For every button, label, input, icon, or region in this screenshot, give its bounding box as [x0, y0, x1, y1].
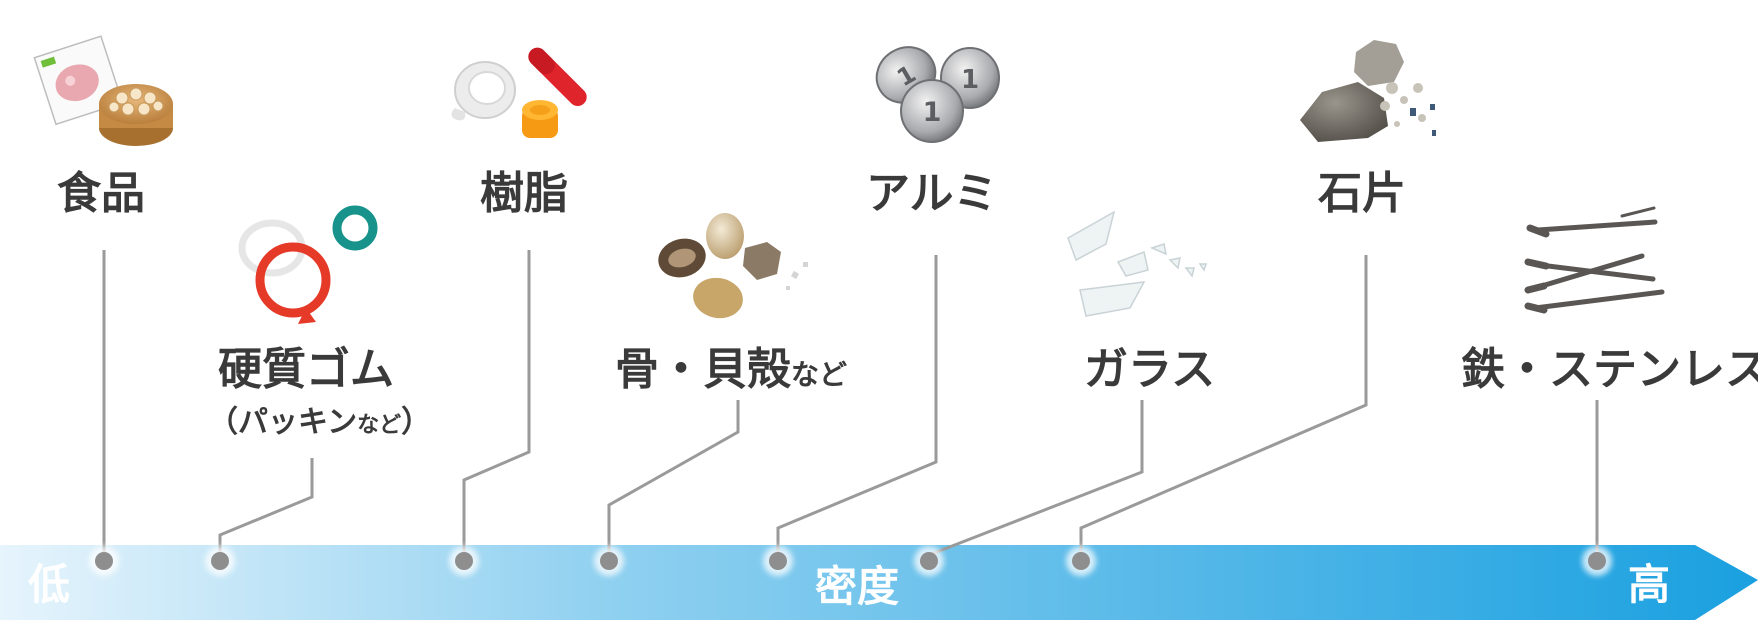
axis-dot-aluminum [763, 546, 793, 576]
item-sublabel-hard-rubber: （パッキンなど） [208, 408, 431, 438]
axis-dot-iron-stainless [1582, 546, 1612, 576]
nails-icon [1524, 206, 1665, 314]
connector-resin [462, 250, 531, 560]
rubber-rings-icon [238, 205, 378, 324]
glass-shards-icon [1067, 210, 1208, 317]
plastic-caps-icon [451, 47, 587, 138]
item-label-resin: 樹脂 [480, 168, 568, 219]
item-sublabel-hard-rubber-main: （パッキン [208, 405, 358, 440]
axis-dot-bone-shell [594, 546, 624, 576]
connector-bone-shell [607, 400, 740, 560]
axis-dot-stone [1066, 546, 1096, 576]
item-label-bone-shell: 骨・貝殻など [615, 348, 847, 392]
axis-center-label: 密度 [815, 562, 900, 611]
connector-lines [102, 250, 1599, 560]
axis-dot-hard-rubber [205, 546, 235, 576]
item-label-hard-rubber: 硬質ゴム [218, 344, 394, 395]
item-label-food: 食品 [57, 168, 145, 219]
svg-text:1: 1 [923, 97, 942, 128]
axis-low-label: 低 [28, 560, 71, 609]
item-label-iron-stainless: 鉄・ステンレス [1461, 344, 1758, 395]
item-label-aluminum: アルミ [866, 168, 998, 219]
item-label-bone-shell-small: など [791, 358, 848, 391]
density-arrow [0, 545, 1758, 620]
axis-high-label: 高 [1628, 560, 1671, 609]
item-sublabel-hard-rubber-close: ） [401, 405, 432, 440]
stones-icon [1300, 40, 1436, 142]
item-label-stone: 石片 [1318, 168, 1406, 219]
axis-dot-food [89, 546, 119, 576]
svg-text:1: 1 [961, 65, 979, 95]
connector-aluminum [776, 255, 938, 560]
connector-glass [927, 400, 1144, 560]
item-sublabel-hard-rubber-small: など [357, 413, 402, 438]
axis-dots [89, 546, 1612, 576]
shells-icon [658, 213, 808, 319]
connector-stone [1079, 255, 1368, 560]
dumpling-steamer-icon [33, 35, 173, 146]
item-label-bone-shell-main: 骨・貝殻 [615, 344, 791, 395]
axis-dot-glass [914, 546, 944, 576]
axis-dot-resin [449, 546, 479, 576]
connector-hard-rubber [218, 458, 314, 560]
coins-icon: 1 1 1 [875, 46, 1000, 143]
item-label-glass: ガラス [1084, 344, 1216, 395]
